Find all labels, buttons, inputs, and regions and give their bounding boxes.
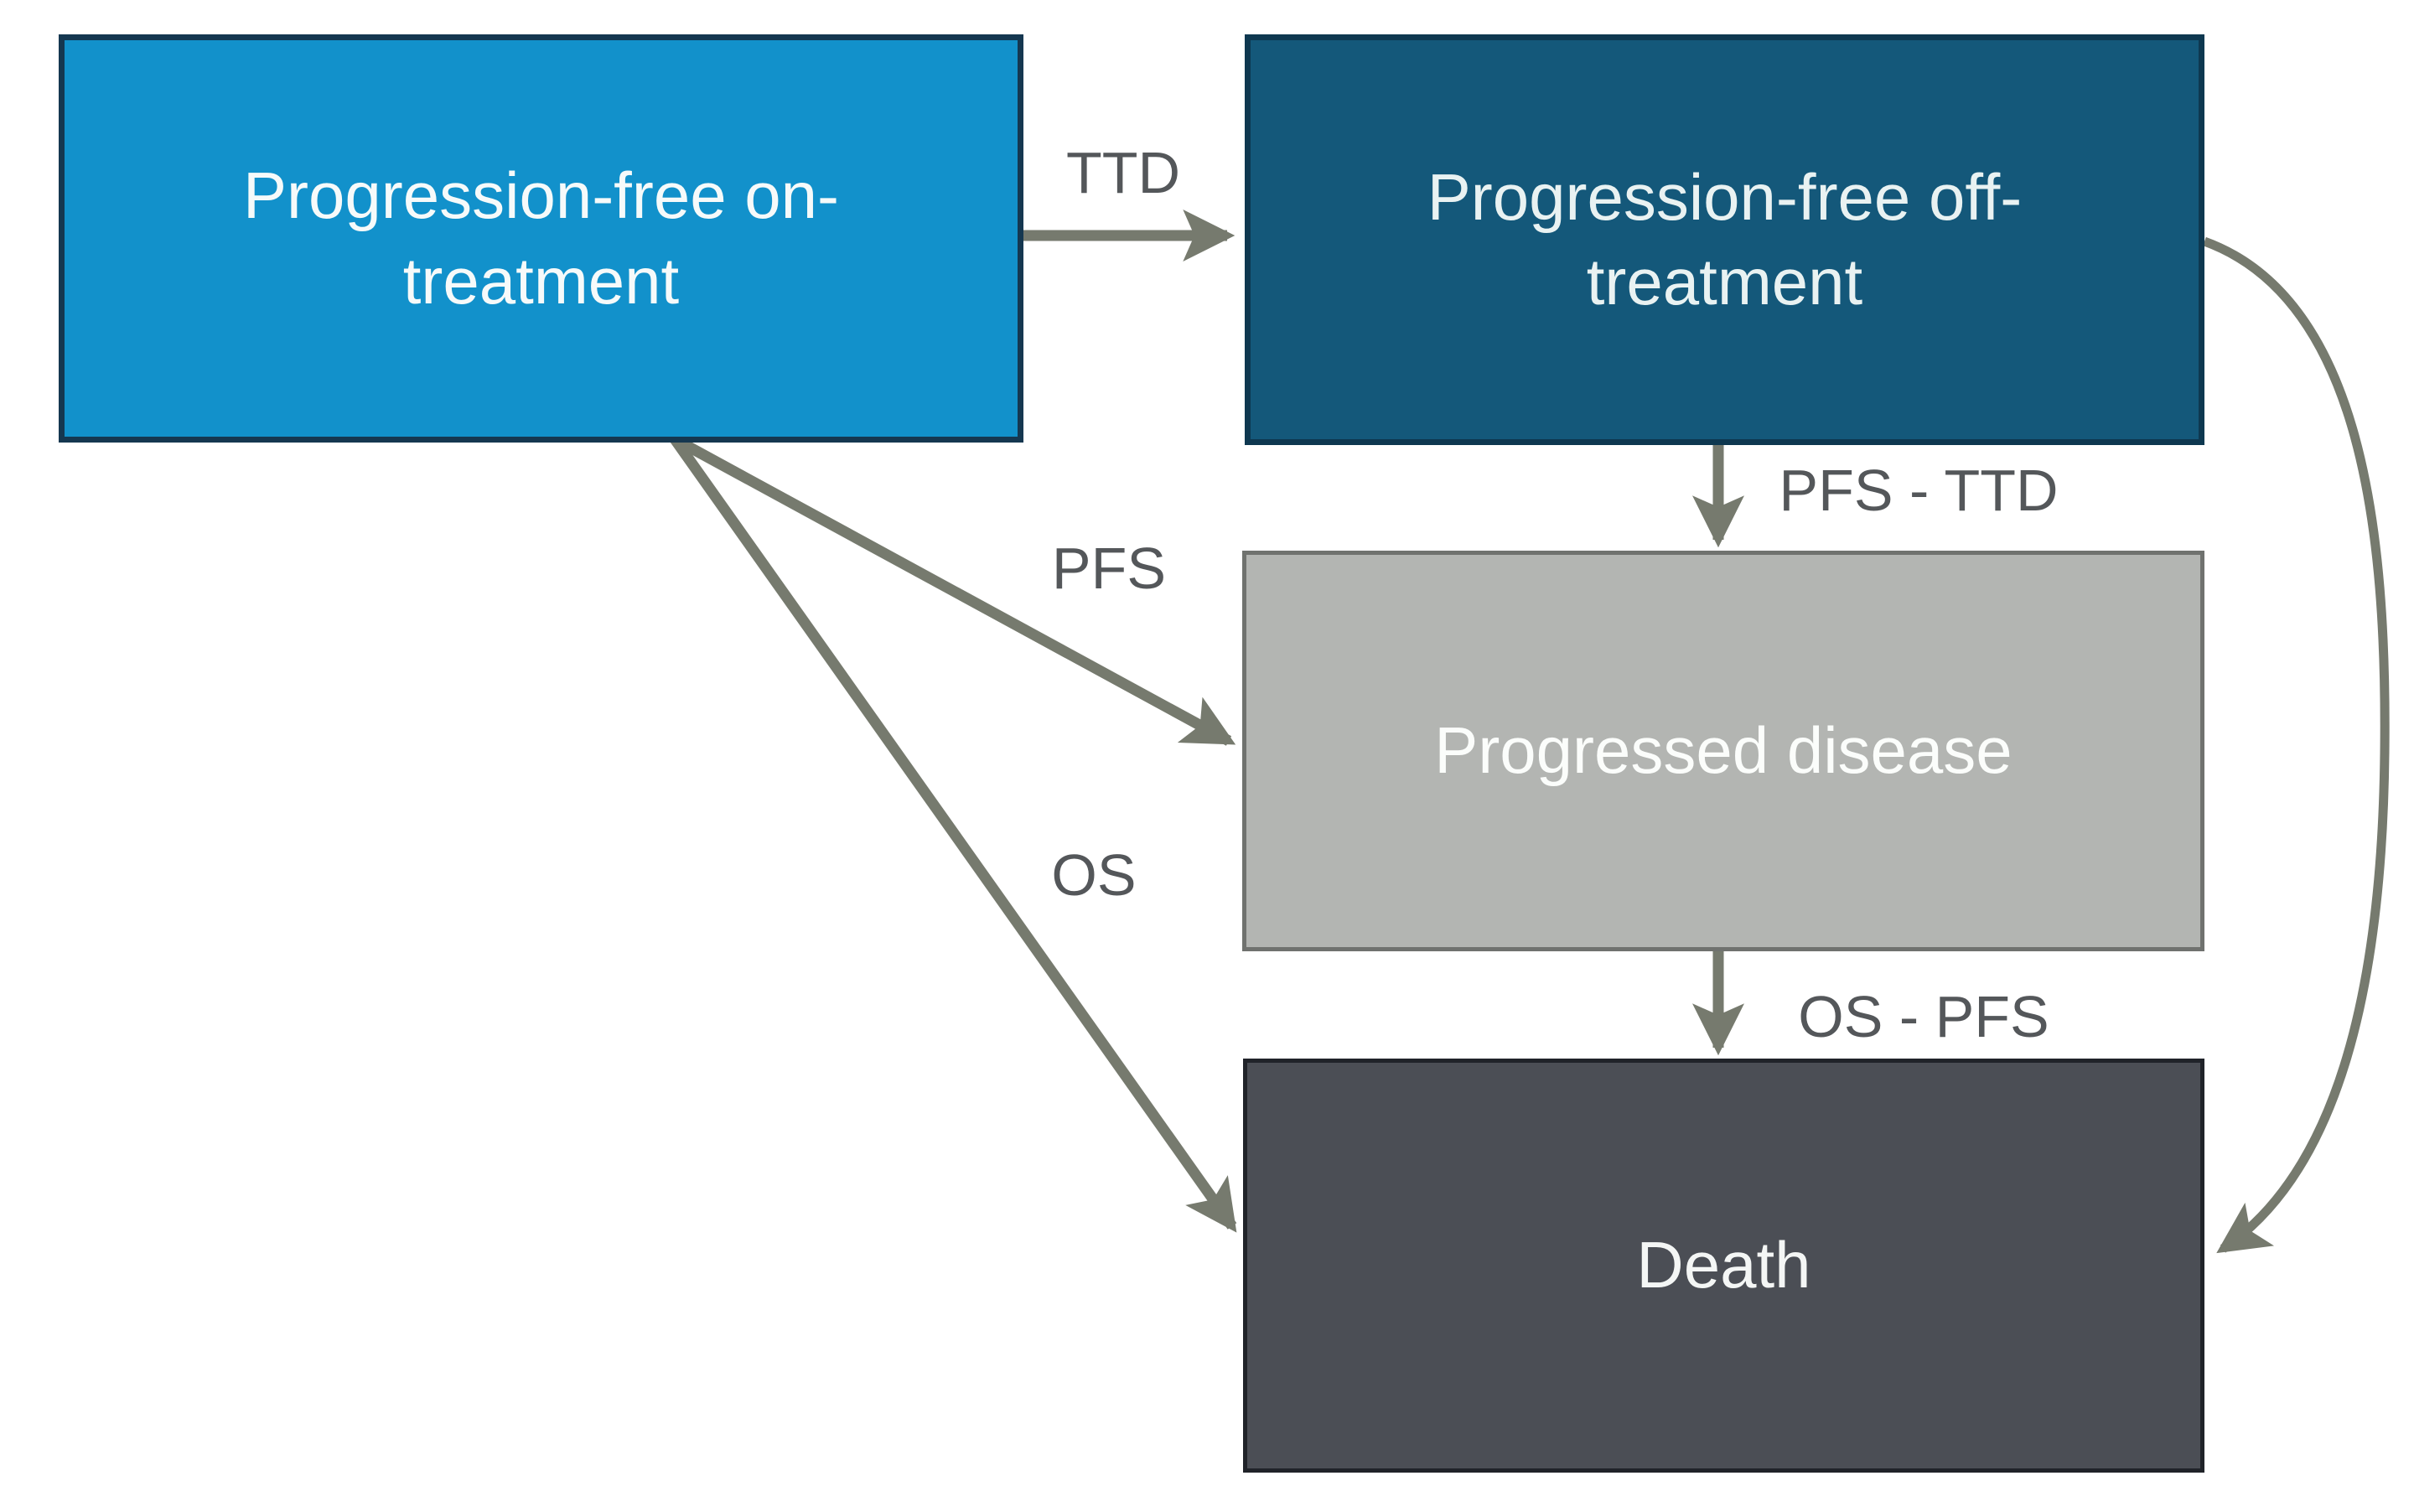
node-label-line: Death bbox=[1636, 1228, 1811, 1302]
edge-label-os: OS bbox=[1051, 846, 1136, 904]
edge-label-text: PFS - TTD bbox=[1779, 458, 2059, 523]
edge-off-treatment-to-death-curve bbox=[2203, 236, 2390, 1254]
node-progression-free-off-treatment: Progression-free off- treatment bbox=[1245, 34, 2204, 445]
node-label-line: Progressed disease bbox=[1434, 713, 2013, 788]
node-progressed-disease: Progressed disease bbox=[1242, 551, 2204, 951]
node-label-line: Progression-free off- bbox=[1427, 159, 2023, 234]
node-label-line: Progression-free on- bbox=[243, 158, 839, 233]
node-label-line: treatment bbox=[402, 243, 680, 318]
edge-label-text: PFS bbox=[1051, 536, 1167, 601]
node-box: Progression-free on- treatment bbox=[59, 34, 1023, 443]
edge-label-pfs-ttd: PFS - TTD bbox=[1779, 461, 2058, 520]
node-box: Death bbox=[1243, 1059, 2204, 1473]
edge-label-text: TTD bbox=[1065, 140, 1181, 205]
node-box: Progression-free off- treatment bbox=[1245, 34, 2204, 445]
edge-label-pfs: PFS bbox=[1052, 539, 1166, 598]
edge-label-ttd: TTD bbox=[1066, 143, 1180, 202]
node-death: Death bbox=[1243, 1059, 2204, 1473]
node-box: Progressed disease bbox=[1242, 551, 2204, 951]
node-progression-free-on-treatment: Progression-free on- treatment bbox=[59, 34, 1023, 443]
edge-label-text: OS - PFS bbox=[1798, 984, 2049, 1049]
edge-os-line bbox=[670, 436, 1237, 1233]
node-label-line: treatment bbox=[1586, 245, 1863, 318]
edge-label-text: OS bbox=[1051, 842, 1137, 908]
edge-label-os-pfs: OS - PFS bbox=[1798, 987, 2049, 1046]
edge-pfs-line bbox=[671, 434, 1236, 746]
